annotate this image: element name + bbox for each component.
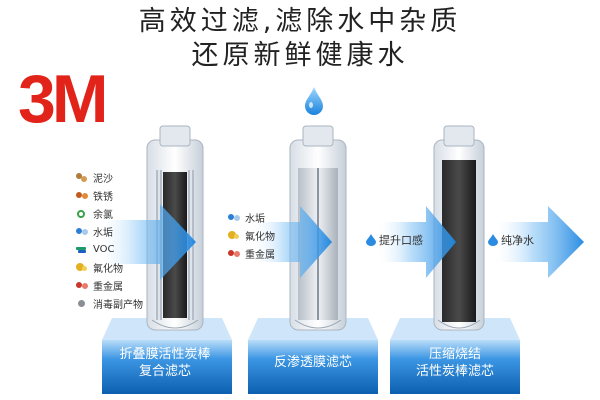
stage-label-line-1: 折叠膜活性炭棒 <box>119 347 211 362</box>
contaminant-label: 氟化物 <box>245 231 275 243</box>
voc-icon <box>76 245 89 254</box>
stage-label-line-2: 复合滤芯 <box>138 364 191 379</box>
contaminant-list-stage-2: 水垢 氟化物 重金属 <box>228 208 275 262</box>
output-label-pure-water: 纯净水 <box>488 232 534 248</box>
water-drop-icon <box>305 87 323 115</box>
contaminant-label: 水垢 <box>245 213 265 225</box>
flow-arrow-4 <box>492 206 584 278</box>
list-item: 余氯 <box>76 204 143 222</box>
scale-icon <box>228 213 241 222</box>
list-item: 泥沙 <box>76 168 143 186</box>
headline-line-1: 高效过滤,滤除水中杂质 <box>138 6 462 37</box>
heavy-metal-icon <box>228 249 241 258</box>
list-item: 铁锈 <box>76 186 143 204</box>
stage-label-3: 压缩烧结 活性炭棒滤芯 <box>396 346 514 380</box>
list-item: VOC <box>76 240 143 258</box>
pedestal-stage-3 <box>390 318 520 394</box>
headline-line-2: 还原新鲜健康水 <box>191 40 409 71</box>
output-label-taste: 提升口感 <box>366 232 423 248</box>
stage-label-line-1: 压缩烧结 <box>428 347 481 362</box>
contaminant-label: 消毒副产物 <box>93 299 143 311</box>
rust-icon <box>76 191 89 200</box>
output-label-text: 纯净水 <box>501 234 534 247</box>
list-item: 氟化物 <box>76 258 143 276</box>
fluoride-icon <box>76 262 89 272</box>
contaminant-label: 水垢 <box>93 227 113 239</box>
contaminant-label: 泥沙 <box>93 173 113 185</box>
filter-cartridge-3 <box>433 125 485 331</box>
list-item: 水垢 <box>76 222 143 240</box>
stage-label-2: 反渗透膜滤芯 <box>254 354 372 371</box>
stage-label-1: 折叠膜活性炭棒 复合滤芯 <box>106 346 224 380</box>
list-item: 重金属 <box>228 244 275 262</box>
stage-label-line-1: 反渗透膜滤芯 <box>273 355 352 370</box>
contaminant-list-stage-1: 泥沙 铁锈 余氯 水垢 VOC 氟化物 重金属 消毒副产物 <box>76 168 143 312</box>
contaminant-label: 余氯 <box>93 209 113 221</box>
contaminant-label: 重金属 <box>93 281 123 293</box>
contaminant-label: 重金属 <box>245 249 275 261</box>
flow-arrow-3 <box>376 206 456 278</box>
flow-arrow-2 <box>250 206 332 278</box>
chlorine-icon <box>76 209 89 218</box>
logo-text: 3M <box>18 64 105 128</box>
water-drop-icon <box>366 234 376 246</box>
contaminant-label: 氟化物 <box>93 263 123 275</box>
heavy-metal-icon <box>76 281 89 290</box>
stage-label-line-2: 活性炭棒滤芯 <box>415 364 494 379</box>
flow-arrow-1 <box>96 204 196 280</box>
output-label-text: 提升口感 <box>379 234 423 247</box>
sand-icon <box>76 172 89 182</box>
disinfection-byproduct-icon <box>76 299 89 308</box>
list-item: 消毒副产物 <box>76 294 143 312</box>
contaminant-label: 铁锈 <box>93 191 113 203</box>
fluoride-icon <box>228 230 241 240</box>
list-item: 氟化物 <box>228 226 275 244</box>
contaminant-label: VOC <box>93 243 115 255</box>
3m-logo: 3M <box>18 64 109 128</box>
list-item: 重金属 <box>76 276 143 294</box>
list-item: 水垢 <box>228 208 275 226</box>
water-drop-icon <box>488 234 498 246</box>
scale-icon <box>76 227 89 236</box>
